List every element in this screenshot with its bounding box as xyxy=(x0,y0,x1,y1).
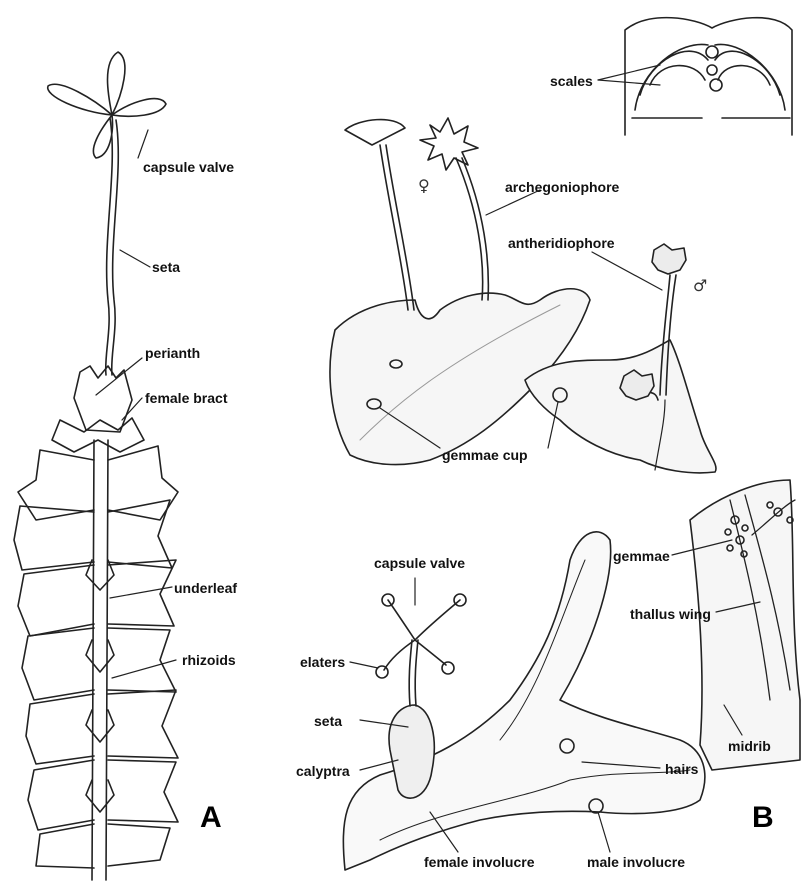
label-rhizoids: rhizoids xyxy=(182,653,236,667)
male-symbol: ♂ xyxy=(693,278,707,294)
label-hairs: hairs xyxy=(665,762,698,776)
panel-label-a: A xyxy=(200,803,222,833)
label-midrib: midrib xyxy=(728,739,771,753)
label-seta-a: seta xyxy=(152,260,180,274)
label-female-involucre: female involucre xyxy=(424,855,535,869)
leafy-liverwort-drawing xyxy=(14,52,178,880)
seta-a xyxy=(106,118,113,375)
label-capsule-valve-b: capsule valve xyxy=(374,556,465,570)
label-seta-b: seta xyxy=(314,714,342,728)
thallus-wing-inset xyxy=(690,480,800,770)
label-underleaf: underleaf xyxy=(174,581,237,595)
thallus-with-sporophyte xyxy=(343,532,704,870)
leaves xyxy=(14,446,178,868)
label-scales: scales xyxy=(550,74,593,88)
label-archegoniophore: archegoniophore xyxy=(505,180,619,194)
label-perianth: perianth xyxy=(145,346,200,360)
female-symbol: ♀ xyxy=(418,178,430,194)
scales-inset xyxy=(625,18,792,135)
label-thallus-wing: thallus wing xyxy=(630,607,711,621)
female-bract xyxy=(52,418,144,452)
label-elaters: elaters xyxy=(300,655,345,669)
label-female-bract: female bract xyxy=(145,391,227,405)
capsule-valves-a xyxy=(48,52,166,158)
label-gemmae: gemmae xyxy=(613,549,670,563)
label-capsule-valve-a: capsule valve xyxy=(143,160,234,174)
panel-label-b: B xyxy=(752,803,774,833)
label-antheridiophore: antheridiophore xyxy=(508,236,615,250)
label-gemmae-cup: gemmae cup xyxy=(442,448,528,462)
label-male-involucre: male involucre xyxy=(587,855,685,869)
label-calyptra: calyptra xyxy=(296,764,350,778)
stem xyxy=(92,440,108,880)
